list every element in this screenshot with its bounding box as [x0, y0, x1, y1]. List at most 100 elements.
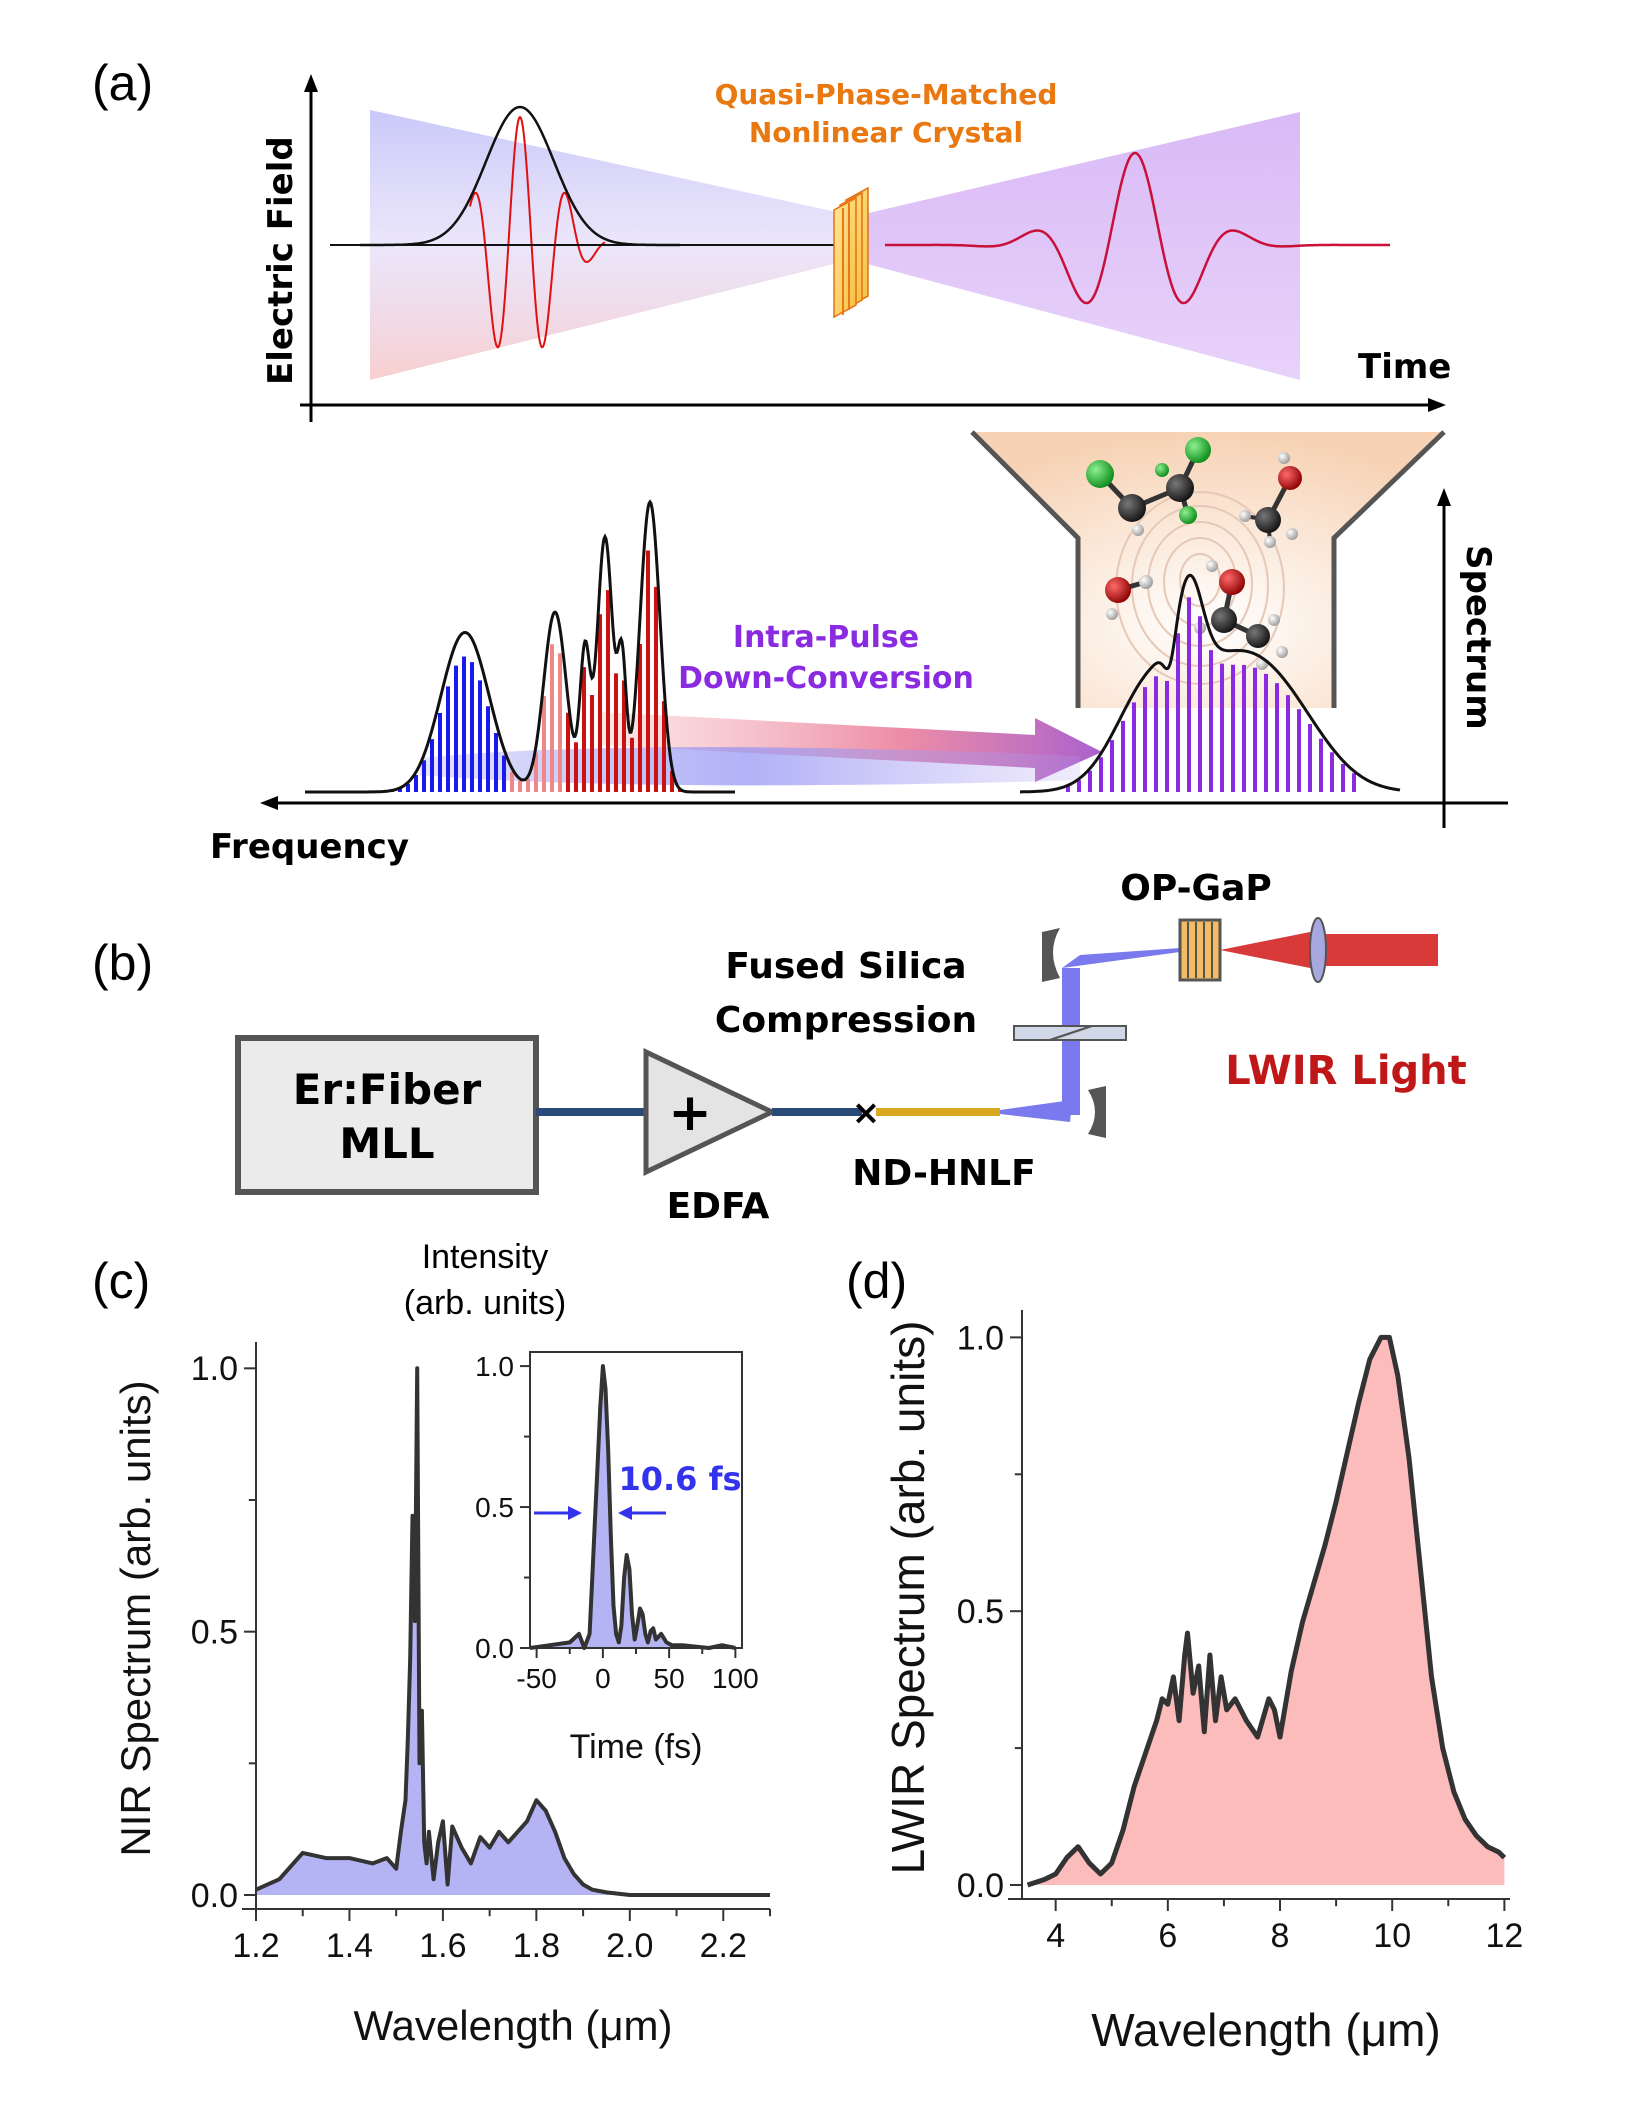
x-tick-label: 12: [1485, 1917, 1523, 1955]
y-tick-label: 0.0: [475, 1633, 514, 1664]
y-axis-label: LWIR Spectrum (arb. units): [882, 1321, 934, 1875]
x-tick-label: 2.2: [700, 1927, 747, 1965]
crystal-label-line2: Nonlinear Crystal: [749, 116, 1023, 149]
laser-box: [235, 1035, 539, 1195]
y-tick-label: 1.0: [191, 1350, 238, 1388]
y-tick-label: 0.5: [475, 1492, 514, 1523]
blue-beam-vertical: [1062, 968, 1080, 1115]
splice-icon: ×: [852, 1093, 881, 1133]
molecule-icon: [1194, 560, 1288, 670]
molecule-icon: [1239, 452, 1302, 548]
spectrum-axis-arrow-icon: [1437, 488, 1451, 506]
lwir-label: LWIR Light: [1225, 1048, 1467, 1094]
input-spectrum-envelope: [305, 499, 735, 794]
fwhm-label: 10.6 fs: [618, 1460, 741, 1498]
y-tick-label: 0.5: [957, 1593, 1004, 1631]
fwhm-markers: [534, 1506, 666, 1520]
mirror-top-icon: [1042, 928, 1060, 982]
x-tick-label: 1.4: [326, 1927, 373, 1965]
panel-b-label: (b): [92, 935, 153, 991]
output-pulse-wave: [885, 151, 1390, 305]
y-tick-label: 0.5: [191, 1614, 238, 1652]
time-axis-label: Time: [1358, 347, 1451, 387]
panel-d-label: (d): [846, 1253, 907, 1309]
data-line: [1026, 1334, 1507, 1888]
x-tick-label: 6: [1158, 1917, 1177, 1955]
frequency-axis-arrow-icon: [260, 796, 278, 810]
mirror-bottom-icon: [1088, 1086, 1106, 1138]
opgap-label: OP-GaP: [1120, 868, 1272, 909]
y-tick-label: 0.0: [957, 1867, 1004, 1905]
fwhm-arrow-right-icon: [568, 1506, 582, 1520]
x-tick-label: 100: [712, 1663, 759, 1694]
x-tick-label: 8: [1271, 1917, 1290, 1955]
lwir-beam: [1220, 930, 1320, 970]
panel-c-label: (c): [92, 1253, 150, 1309]
x-tick-label: 4: [1046, 1917, 1065, 1955]
molecule-icon: [1086, 437, 1211, 536]
y-tick-label: 1.0: [475, 1351, 514, 1382]
molecule-icon: [1105, 575, 1153, 620]
panel-a-label: (a): [92, 55, 153, 111]
compressor-wedges-icon: [1013, 1025, 1127, 1041]
spectrum-axis-label: Spectrum: [1458, 545, 1498, 730]
inset-title-line2: (arb. units): [404, 1284, 567, 1322]
frequency-axis-label: Frequency: [210, 827, 409, 867]
opgap-crystal-icon: [1178, 918, 1222, 982]
y-tick-label: 0.0: [191, 1877, 238, 1915]
efield-axis-label: Electric Field: [261, 136, 301, 385]
data-line: [255, 1366, 770, 1897]
nonlinear-crystal-icon: [833, 186, 869, 319]
sample-funnel: [970, 430, 1446, 708]
data-area: [1027, 1337, 1505, 1885]
panel-a: (a) Electric Field Time Quasi-Phase-Matc…: [92, 55, 1508, 867]
efield-axis-arrow-icon: [304, 74, 318, 92]
y-tick-label: 1.0: [957, 1319, 1004, 1357]
x-tick-label: 1.8: [513, 1927, 560, 1965]
x-axis-label: Wavelength (μm): [1091, 2004, 1440, 2056]
time-axis-arrow-icon: [1428, 398, 1446, 412]
inset-title-line1: Intensity: [422, 1238, 549, 1276]
amplifier-plus: +: [668, 1083, 712, 1143]
fwhm-arrow-left-icon: [618, 1506, 632, 1520]
laser-label-line1: Er:Fiber: [293, 1065, 482, 1114]
lwir-beam-collimated: [1320, 934, 1438, 966]
output-spectrum-envelope: [1020, 573, 1401, 794]
blue-beam: [1000, 1100, 1072, 1122]
compression-label-line1: Fused Silica: [725, 946, 966, 987]
amplifier-icon: [643, 1048, 778, 1176]
comb-lines: [374, 550, 1356, 792]
x-tick-label: -50: [516, 1663, 556, 1694]
process-label-line1: Intra-Pulse: [733, 620, 919, 655]
panel-b: (b) Er:Fiber MLL + EDFA × ND-HNLF Fused …: [92, 868, 1467, 1227]
x-tick-label: 2.0: [606, 1927, 653, 1965]
output-beam: [860, 112, 1300, 380]
compression-label-line2: Compression: [715, 1000, 977, 1041]
y-axis-label: NIR Spectrum (arb. units): [112, 1380, 159, 1856]
amplifier-label: EDFA: [667, 1186, 770, 1227]
input-pulse-carrier: [469, 115, 606, 349]
laser-label-line2: MLL: [339, 1119, 434, 1168]
input-pulse-envelope: [360, 105, 680, 247]
lens-icon: [1309, 917, 1327, 983]
hnlf-label: ND-HNLF: [852, 1153, 1035, 1194]
plot-frame: [529, 1351, 743, 1649]
x-axis-label: Time (fs): [570, 1728, 703, 1766]
x-tick-label: 1.2: [232, 1927, 279, 1965]
x-tick-label: 0: [595, 1663, 611, 1694]
blue-beam-top: [1062, 948, 1180, 968]
x-tick-label: 50: [654, 1663, 685, 1694]
crystal-label-line1: Quasi-Phase-Matched: [715, 78, 1058, 111]
data-line: [529, 1364, 736, 1650]
process-label-line2: Down-Conversion: [678, 661, 974, 696]
x-axis-label: Wavelength (μm): [353, 2002, 672, 2049]
data-area: [256, 1368, 770, 1895]
x-tick-label: 10: [1373, 1917, 1411, 1955]
opgap-stripes: [1187, 922, 1213, 978]
